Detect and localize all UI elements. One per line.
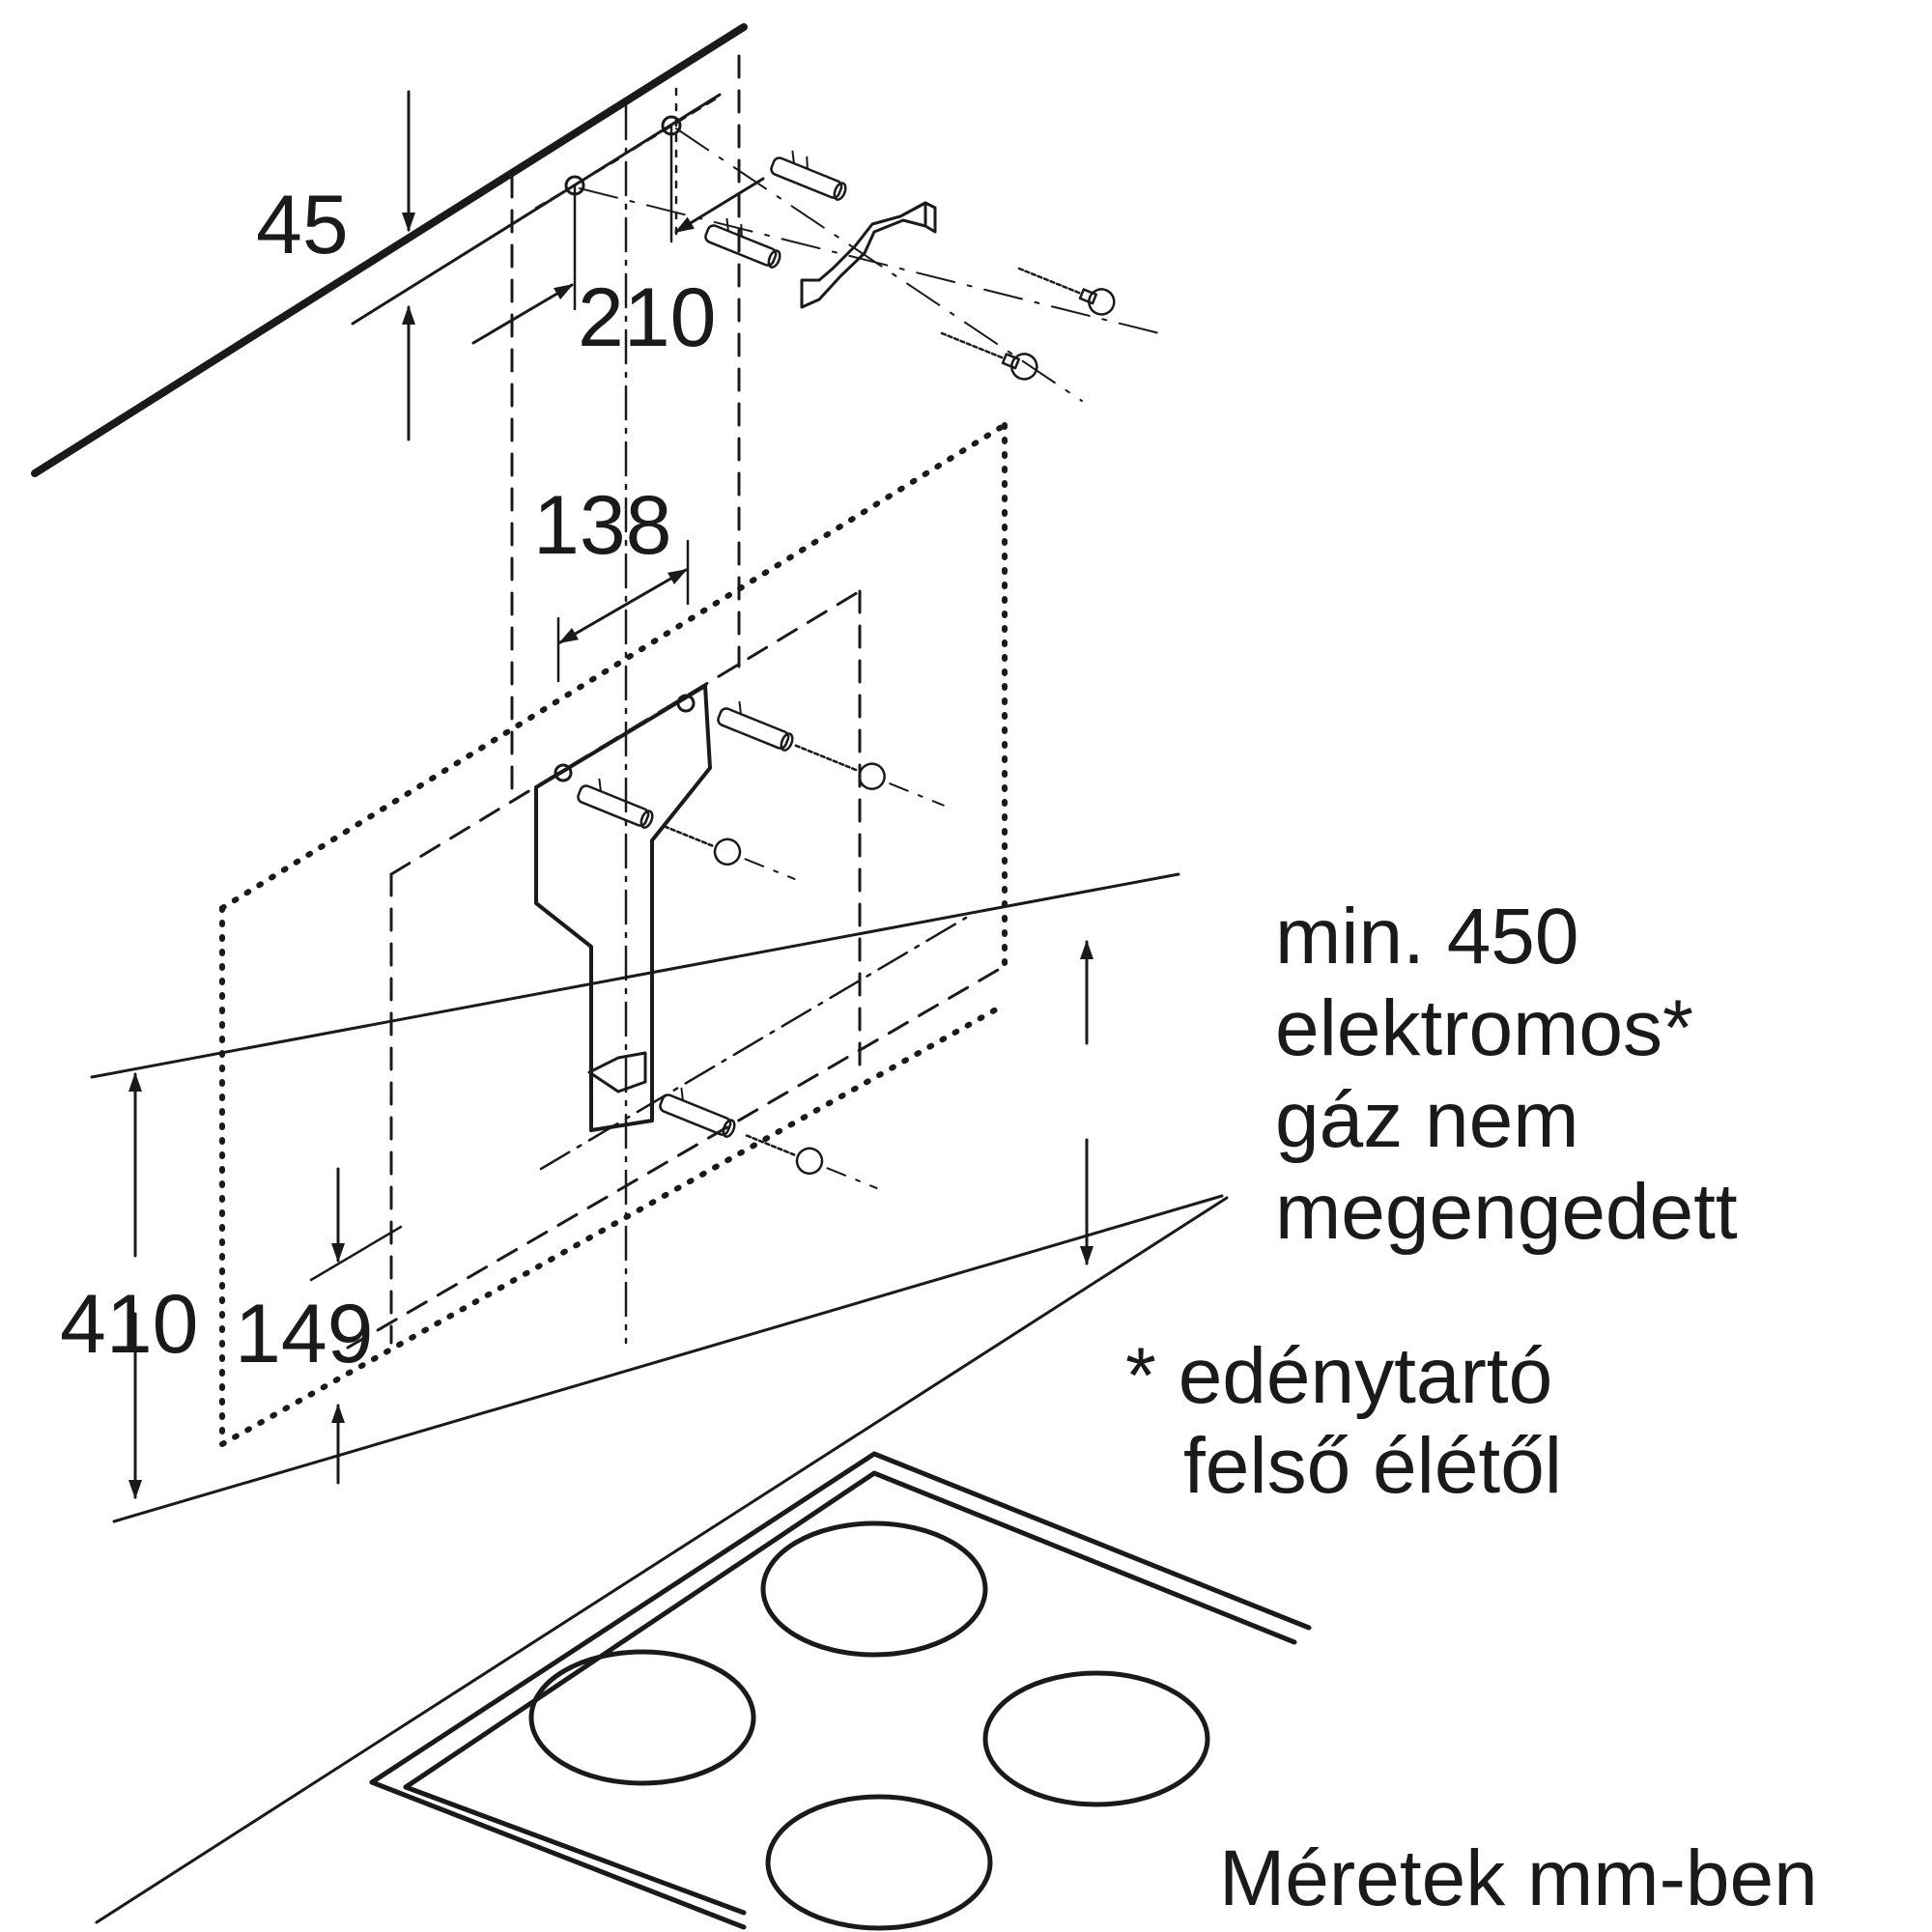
dimension-138: 138 [533,479,690,683]
footnote-line2: felső élétől [1183,1422,1562,1510]
top-bracket [800,201,937,309]
dimension-210: 210 [471,177,765,364]
dimension-138-label: 138 [533,479,672,572]
clearance-note-line4: megengedett [1275,1168,1738,1256]
burner-back-right [982,1670,1210,1807]
burner-front-left [528,1649,756,1786]
dimension-45: 45 [256,90,415,441]
clearance-note-line1: min. 450 [1275,893,1579,980]
dimension-149-label: 149 [235,1288,374,1380]
units-note: Méretek mm-ben [1219,1834,1818,1922]
top-fixings [704,150,1116,381]
clearance-note: min. 450 elektromos* gáz nem megengedett [1275,893,1738,1256]
main-wall-bracket [534,684,712,1132]
dimension-410: 410 [60,1072,199,1499]
chimney-outline [346,54,1007,1350]
burner-front-right [765,1794,993,1931]
top-mounting-holes [535,96,1160,402]
footnote: * edénytartó felső élétől [1125,1332,1562,1510]
bracket-fixings [577,700,945,1189]
burner-back-left [760,1520,988,1658]
hood-outline [219,422,1008,1447]
ceiling-line [31,23,748,477]
dimension-210-label: 210 [578,271,717,364]
cooktop [95,1196,1312,1931]
dimension-45-label: 45 [256,179,349,271]
dimension-410-label: 410 [60,1278,199,1371]
dimension-149: 149 [235,1167,403,1485]
clearance-note-line3: gáz nem [1275,1076,1579,1164]
wall-reference-lines [90,93,1224,1523]
footnote-line1: * edénytartó [1125,1332,1552,1420]
clearance-note-line2: elektromos* [1275,984,1693,1072]
